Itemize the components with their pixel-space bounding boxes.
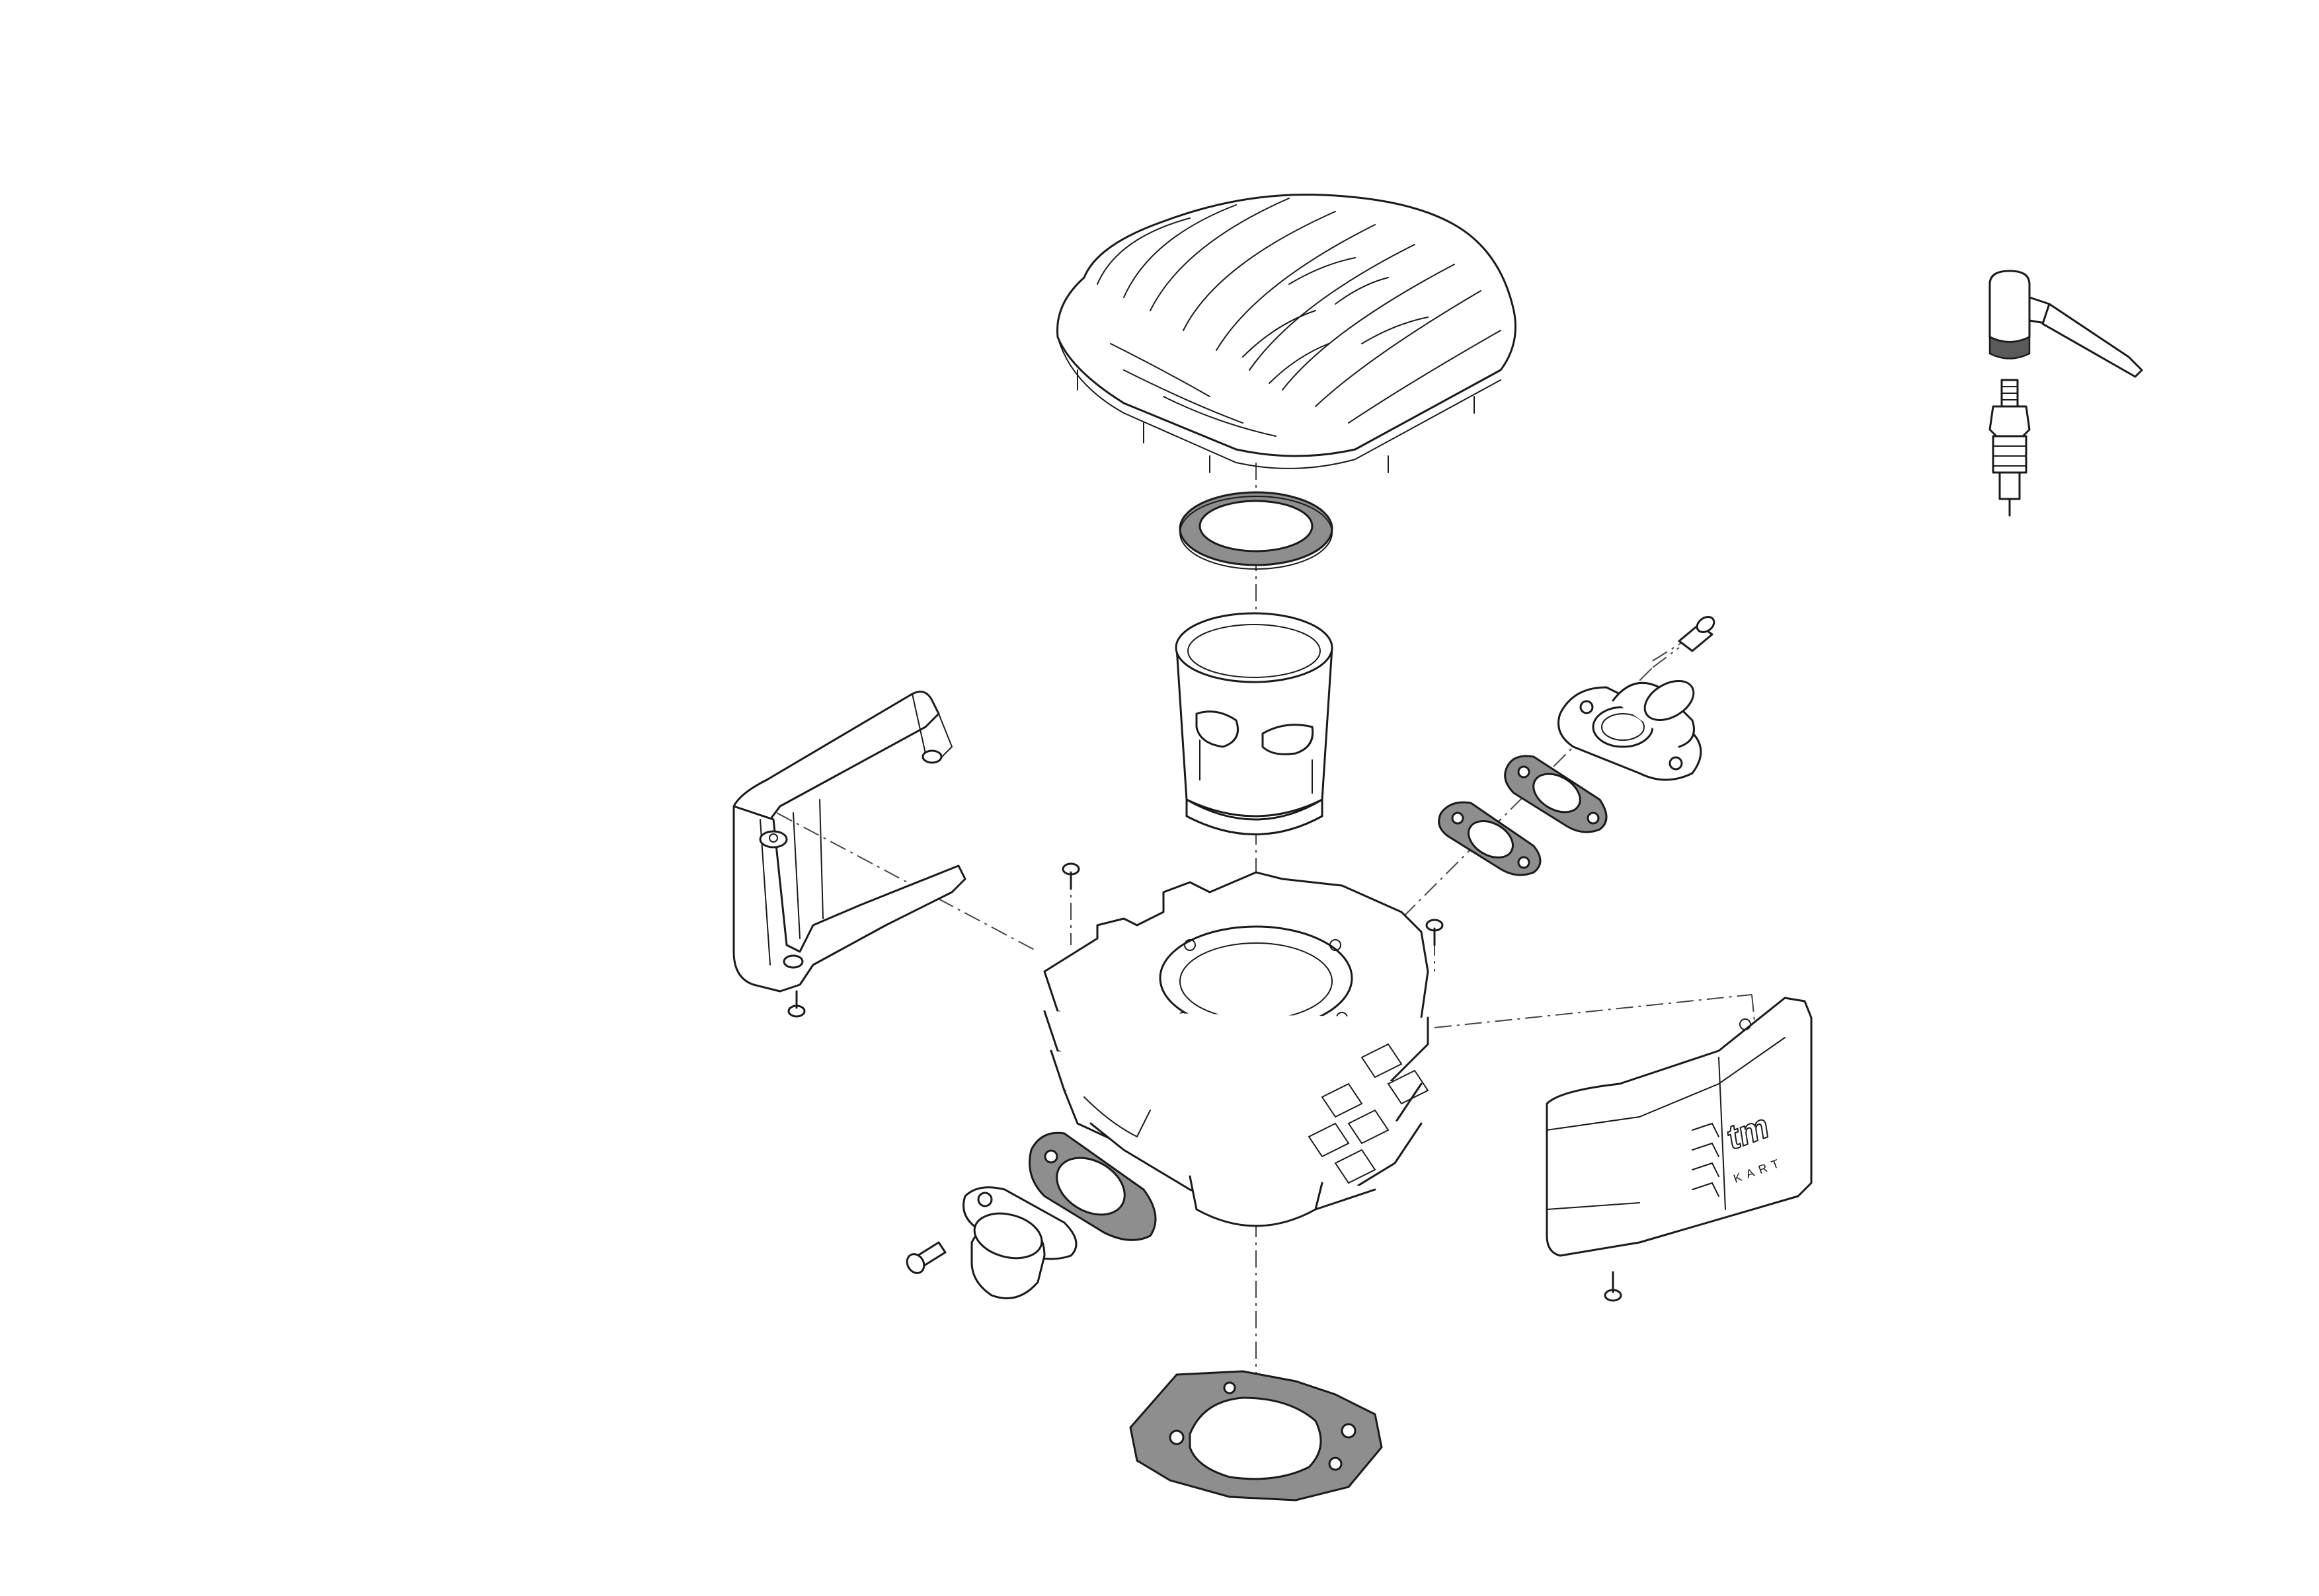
intake-gasket-large bbox=[1438, 801, 1542, 876]
intake-flange-top bbox=[1557, 680, 1702, 781]
right-cover-bolt bbox=[1604, 1271, 1622, 1302]
left-shroud-bolt bbox=[787, 990, 806, 1018]
exhaust-bolt bbox=[906, 1241, 947, 1274]
spark-plug bbox=[1988, 379, 2031, 517]
exhaust-gasket bbox=[1029, 1131, 1157, 1241]
block-screw-left bbox=[1062, 862, 1080, 890]
block-screw-right bbox=[1425, 919, 1444, 946]
cylinder-liner bbox=[1175, 612, 1333, 835]
cylinder-block bbox=[1043, 871, 1429, 1227]
spark-plug-cap bbox=[1988, 270, 2143, 378]
intake-gasket-small bbox=[1504, 755, 1608, 833]
exhaust-flange bbox=[963, 1186, 1078, 1299]
left-shroud bbox=[732, 691, 966, 993]
cylinder-head bbox=[1056, 194, 1516, 473]
head-gasket bbox=[1179, 491, 1333, 570]
base-gasket bbox=[1129, 1370, 1383, 1501]
intake-bolt bbox=[1678, 616, 1715, 652]
right-cover: tm KART bbox=[1546, 997, 1813, 1257]
